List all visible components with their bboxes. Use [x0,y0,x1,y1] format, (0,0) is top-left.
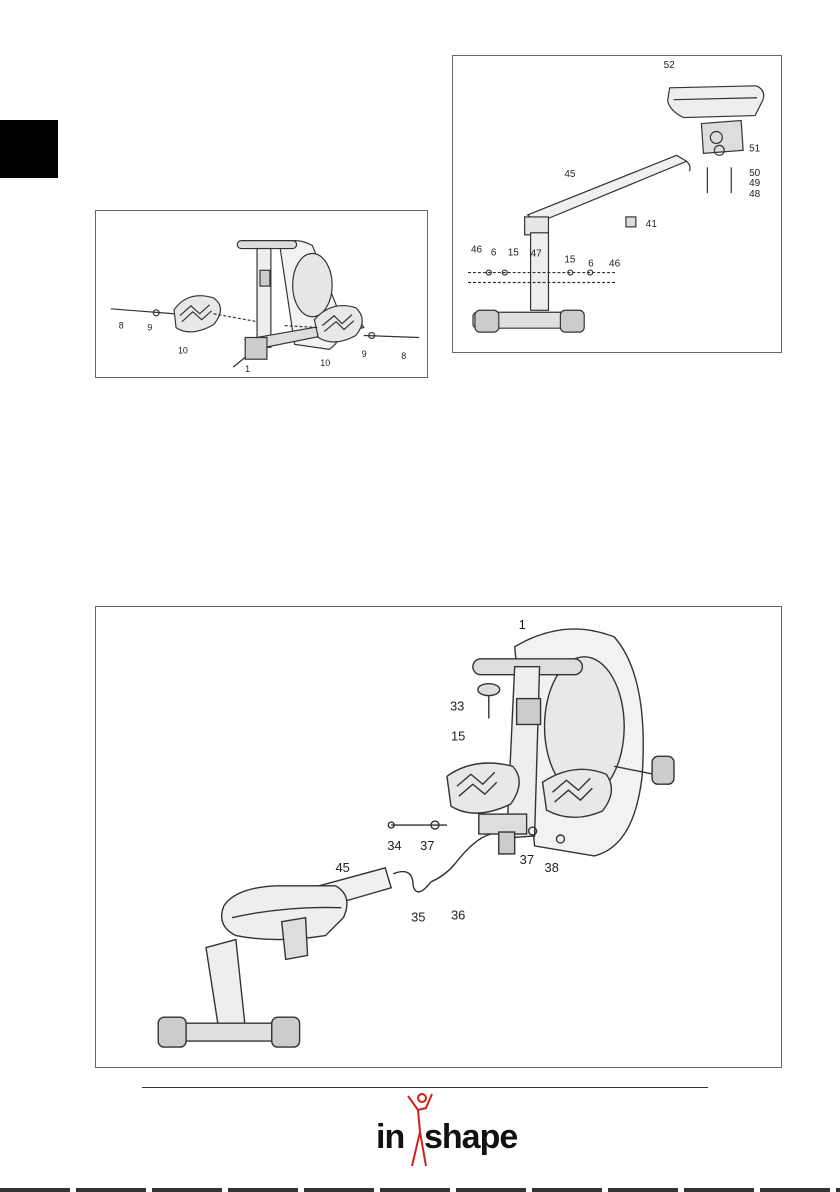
assembly-diagram-pedals: 8 9 10 1 10 9 8 [95,210,428,378]
callout-label: 38 [545,860,559,875]
logo-text-shape: shape [424,1118,517,1157]
assembly-diagram-full: 1 33 15 34 37 37 38 45 35 36 [95,606,782,1068]
callout-label: 46 [471,245,483,256]
callout-label: 48 [749,189,761,200]
callout-label: 45 [564,169,576,180]
callout-label: 34 [387,838,401,853]
callout-label: 52 [664,60,676,71]
full-assembly-drawing: 1 33 15 34 37 37 38 45 35 36 [96,607,781,1067]
logo-text-in: in [376,1118,404,1157]
callout-label: 15 [564,255,576,266]
callout-label: 46 [609,259,621,270]
footer-divider [142,1087,708,1088]
callout-label: 49 [749,178,761,189]
callout-label: 33 [450,699,464,714]
callout-label: 37 [520,852,534,867]
callout-label: 1 [519,617,526,632]
callout-label: 35 [411,910,425,925]
callout-label: 1 [245,364,250,374]
footer-strip [0,1188,840,1192]
callout-label: 15 [508,248,520,259]
callout-label: 41 [646,219,658,230]
callout-label: 8 [401,351,406,361]
assembly-diagram-seat-rail: 52 51 45 50 49 48 41 46 6 15 47 15 6 46 [452,55,782,353]
callout-label: 9 [362,349,367,359]
language-tab [0,120,58,178]
callout-label: 6 [588,259,594,270]
brand-logo: in shape [370,1092,510,1172]
callout-label: 36 [451,908,465,923]
callout-label: 10 [178,345,188,355]
seat-rail-drawing: 52 51 45 50 49 48 41 46 6 15 47 15 6 46 [453,56,781,352]
pedals-drawing: 8 9 10 1 10 9 8 [96,211,427,377]
callout-label: 37 [420,838,434,853]
callout-label: 6 [491,248,497,259]
callout-label: 51 [749,143,761,154]
callout-label: 15 [451,728,465,743]
callout-label: 45 [335,860,349,875]
callout-label: 47 [531,249,543,260]
callout-label: 9 [147,323,152,333]
callout-label: 10 [320,358,330,368]
callout-label: 8 [119,321,124,331]
